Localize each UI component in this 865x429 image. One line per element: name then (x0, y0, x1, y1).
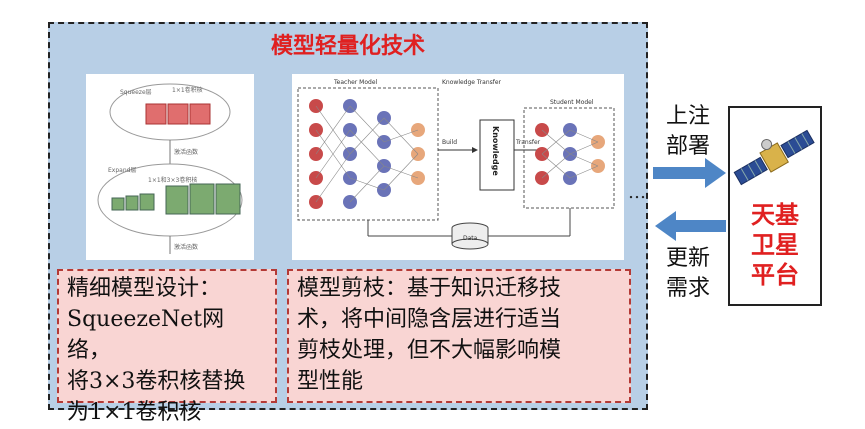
build-label: Build (442, 139, 457, 146)
student-model-label: Student Model (550, 99, 594, 106)
caption-line: 为1×1卷积核 (67, 400, 202, 425)
ellipsis: … (628, 182, 646, 203)
update-request-label: 更新 需求 (665, 246, 710, 301)
activation-label-1: 激活函数 (174, 148, 198, 156)
squeeze-block-1 (145, 103, 167, 125)
caption-line: 剪枝处理，但不大幅影响模 (297, 338, 562, 363)
caption-line: 精细模型设计： (67, 276, 222, 301)
satellite-platform-label: 天基 卫星 平台 (751, 201, 799, 289)
caption-line: 术，将中间隐含层进行适当 (297, 307, 562, 332)
expand-layer-label: Expand层 (108, 167, 136, 174)
pruning-caption: 模型剪枝：基于知识迁移技 术，将中间隐含层进行适当 剪枝处理，但不大幅影响模 型… (287, 269, 631, 403)
panel-title: 模型轻量化技术 (270, 34, 425, 59)
caption-line: 型性能 (297, 369, 364, 394)
caption-line: SqueezeNet网络， (67, 307, 225, 363)
expand-block-3 (139, 193, 155, 211)
knowledge-label: Knowledge (491, 126, 500, 176)
distillation-figure: Teacher Model Knowledge Transfer Build K… (292, 74, 624, 260)
upload-deploy-label: 上注 部署 (665, 104, 710, 159)
squeeze-block-2 (167, 103, 189, 125)
teacher-model-label: Teacher Model (333, 79, 378, 86)
expand-kernel-label: 1×1和3×3卷积核 (148, 176, 197, 184)
upload-arrow-icon (653, 158, 726, 188)
student-network (535, 123, 605, 185)
data-label: Data (463, 235, 478, 242)
design-caption: 精细模型设计： SqueezeNet网络， 将3×3卷积核替换 为1×1卷积核 (57, 269, 277, 425)
update-arrow-icon (655, 211, 726, 241)
expand-block-6 (215, 183, 241, 215)
expand-block-4 (165, 185, 189, 215)
expand-block-2 (125, 195, 139, 211)
knowledge-transfer-label: Knowledge Transfer (442, 79, 502, 86)
caption-line: 将3×3卷积核替换 (67, 369, 246, 394)
transfer-arrow-label: Transfer (515, 139, 541, 146)
teacher-network (309, 99, 425, 209)
squeeze-block-3 (189, 103, 211, 125)
squeeze-kernel-label: 1×1卷积核 (172, 86, 203, 94)
activation-label-2: 激活函数 (174, 243, 198, 251)
expand-block-5 (189, 183, 215, 215)
expand-block-1 (111, 197, 125, 211)
satellite-icon (733, 129, 815, 186)
caption-line: 模型剪枝：基于知识迁移技 (297, 276, 562, 301)
squeeze-layer-label: Squeeze层 (120, 89, 152, 96)
squeezenet-figure: Squeeze层 1×1卷积核 激活函数 Expand层 1×1和3×3卷积核 … (86, 74, 254, 260)
